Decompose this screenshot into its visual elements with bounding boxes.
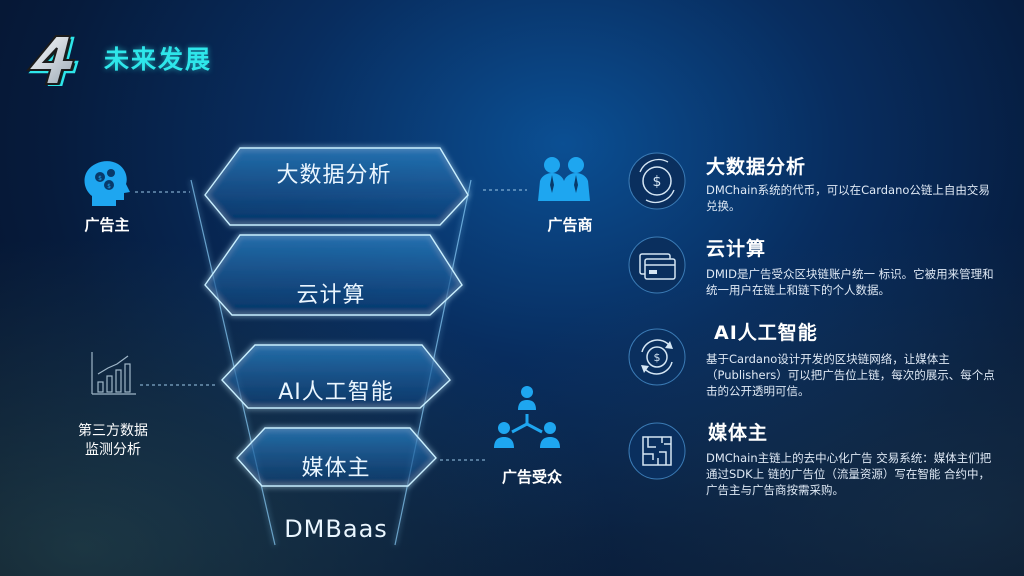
feature-desc-4: DMChain主链上的去中心化广告 交易系统：媒体主们把通过SDK上 链的广告位… bbox=[706, 451, 992, 497]
maze-chip-icon bbox=[628, 422, 686, 480]
svg-text:$: $ bbox=[654, 351, 661, 364]
feature-title-1: 大数据分析 bbox=[706, 156, 807, 178]
feature-title-4: 媒体主 bbox=[708, 422, 769, 444]
funnel-layer-2 bbox=[204, 234, 463, 316]
layer-label-5: DMBaas bbox=[284, 515, 388, 543]
layer-label-1: 大数据分析 bbox=[276, 163, 392, 188]
card-icon bbox=[628, 236, 686, 294]
agency-label: 广告商 bbox=[547, 216, 593, 234]
layer-label-4: 媒体主 bbox=[301, 456, 371, 481]
feature-desc-2: DMID是广告受众区块链账户统一 标识。它被用来管理和统一用户在链上和链下的个人… bbox=[706, 267, 994, 297]
section-number-badge: 4 bbox=[25, 35, 79, 86]
svg-text:$: $ bbox=[98, 175, 102, 182]
feature-title-2: 云计算 bbox=[706, 238, 767, 260]
layer-label-3: AI人工智能 bbox=[278, 380, 394, 405]
svg-text:$: $ bbox=[653, 174, 662, 190]
page-title: 未来发展 bbox=[104, 45, 213, 74]
funnel-layer-1 bbox=[204, 147, 469, 226]
funnel-layer-4 bbox=[236, 427, 437, 487]
audience-label: 广告受众 bbox=[501, 468, 562, 486]
third-party-label: 第三方数据 监测分析 bbox=[58, 422, 168, 460]
people-network-icon bbox=[494, 386, 560, 448]
feature-desc-3: 基于Cardano设计开发的区块链网络，让媒体主（Publishers）可以把广… bbox=[706, 352, 995, 398]
refresh-coin-icon: $ bbox=[628, 328, 686, 386]
layer-label-2: 云计算 bbox=[296, 283, 366, 308]
feature-desc-1: DMChain系统的代币，可以在Cardano公链上自由交易兑换。 bbox=[706, 183, 990, 213]
advertiser-label: 广告主 bbox=[84, 216, 130, 234]
svg-text:$: $ bbox=[107, 183, 111, 190]
third-party-label-line2: 监测分析 bbox=[85, 442, 141, 458]
head-thinking-icon: $ $ bbox=[84, 161, 130, 206]
header: 4 未来发展 bbox=[22, 30, 212, 86]
feature-title-3: AI人工智能 bbox=[714, 322, 818, 344]
third-party-label-line1: 第三方数据 bbox=[78, 423, 148, 439]
bar-chart-icon bbox=[91, 352, 136, 395]
funnel-layer-3 bbox=[221, 344, 451, 409]
business-people-icon bbox=[538, 157, 590, 201]
coin-cycle-icon: $ bbox=[628, 152, 686, 210]
